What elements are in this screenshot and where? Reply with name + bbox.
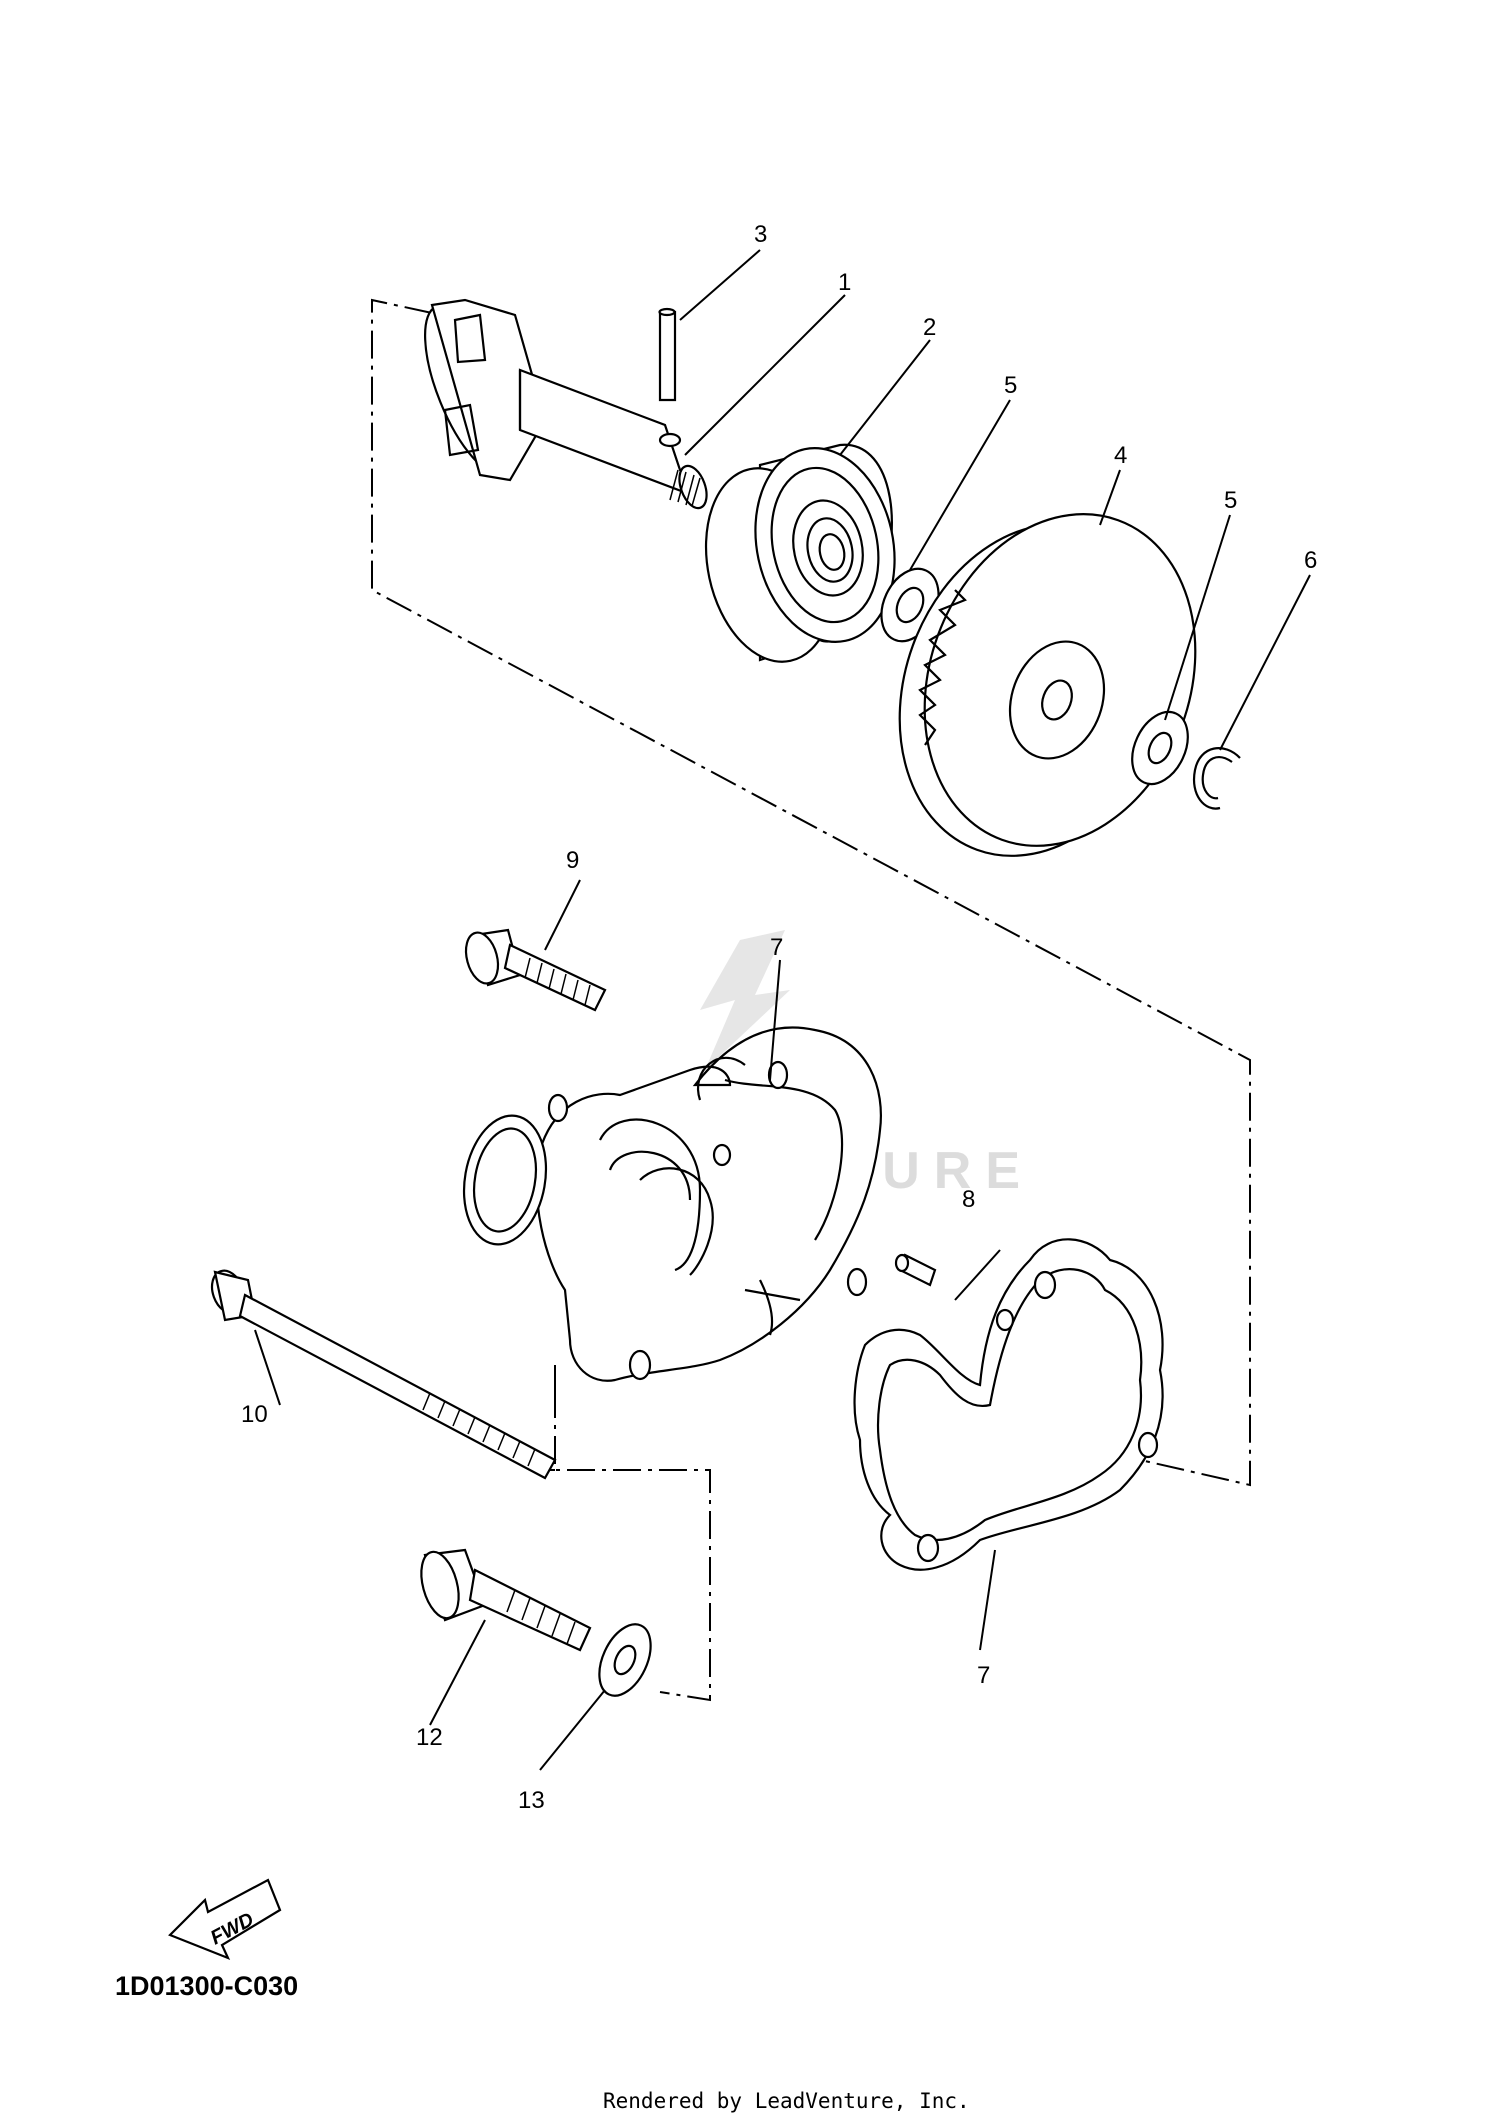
bolt-10 — [464, 928, 607, 1012]
washer-13 — [598, 1623, 652, 1697]
dowel-pin — [894, 1253, 937, 1287]
pump-housing — [462, 1026, 882, 1382]
callout-5a: 5 — [1004, 372, 1017, 399]
pin — [658, 307, 677, 402]
circlip — [1192, 747, 1241, 810]
callout-2: 2 — [923, 314, 936, 341]
callout-6: 6 — [1304, 547, 1317, 574]
callout-4: 4 — [1114, 442, 1127, 469]
callout-3: 3 — [754, 221, 767, 248]
callout-8: 7 — [977, 1662, 990, 1689]
callout-5b: 5 — [1224, 487, 1237, 514]
callout-13: 13 — [518, 1787, 545, 1814]
oil-seal — [704, 443, 896, 663]
callout-10: 9 — [566, 847, 579, 874]
callout-7: 7 — [770, 934, 783, 961]
bolt-11 — [210, 1269, 557, 1480]
render-credit: Rendered by LeadVenture, Inc. — [603, 2089, 970, 2113]
callout-11: 10 — [241, 1401, 268, 1428]
pump-gear — [898, 513, 1197, 857]
callouts: 3 1 2 5 4 5 6 9 7 8 10 7 12 13 — [241, 221, 1317, 1814]
washer-right — [1131, 710, 1189, 786]
assembly-frame — [371, 298, 1251, 1702]
diagram-part-number: 1D01300-C030 — [115, 1971, 298, 2001]
callout-1: 1 — [838, 269, 851, 296]
callout-9: 8 — [962, 1186, 975, 1213]
fwd-arrow-icon: FWD — [168, 1878, 282, 1961]
leader-lines — [254, 249, 1311, 1771]
callout-12: 12 — [416, 1724, 443, 1751]
bolt-12 — [420, 1548, 592, 1652]
impeller-shaft — [423, 298, 708, 510]
pump-cover-gasket — [853, 1238, 1164, 1571]
